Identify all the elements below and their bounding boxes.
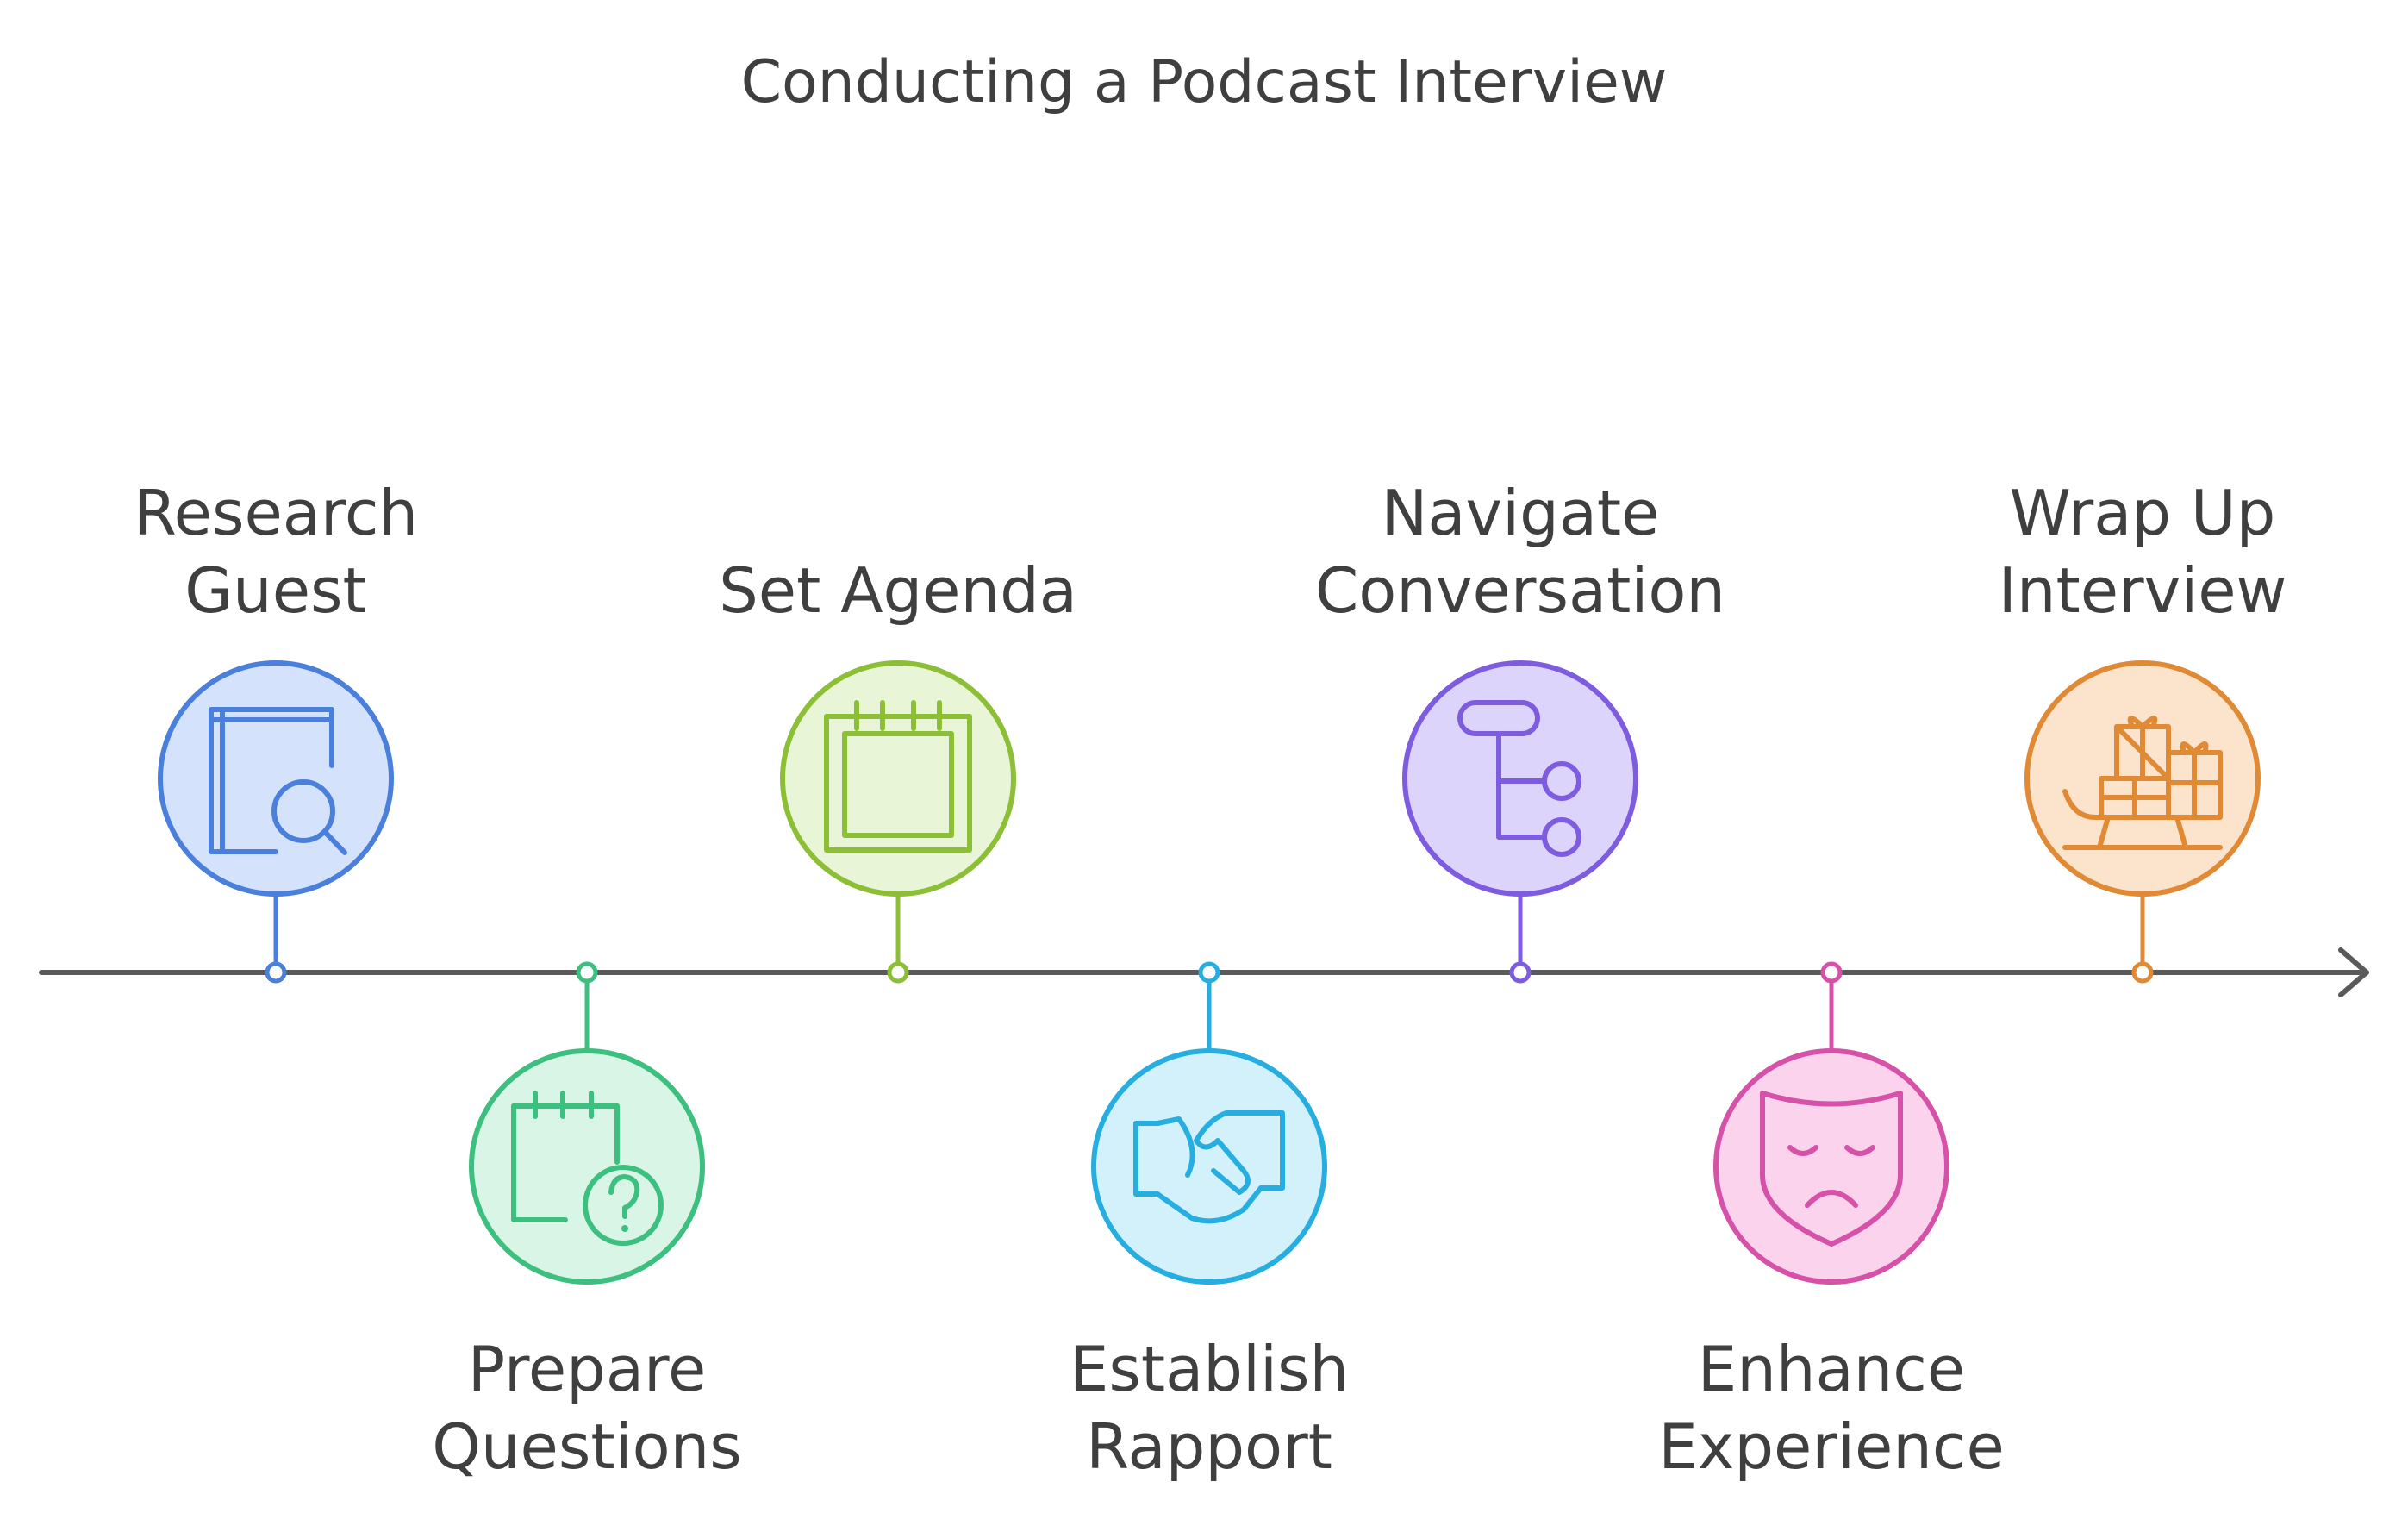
- step-label-line-1: Establish: [1070, 1333, 1349, 1405]
- step-label-line-2: Guest: [184, 554, 366, 627]
- step-label-line-1: Wrap Up: [2010, 477, 2276, 549]
- handshake-icon: [1133, 1110, 1285, 1224]
- timeline-step: Set Agenda: [719, 554, 1077, 984]
- step-axis-dot: [576, 961, 598, 984]
- step-axis-dot: [887, 961, 909, 984]
- arrow-head-icon: [2338, 947, 2369, 997]
- step-label-line-2: Set Agenda: [719, 554, 1077, 627]
- sad-mask-icon: [1760, 1091, 1903, 1247]
- step-label-line-2: Experience: [1658, 1410, 2005, 1483]
- step-label-line-2: Rapport: [1086, 1410, 1332, 1483]
- book-magnifier-icon: [209, 707, 347, 855]
- calendar-question-icon: [511, 1091, 664, 1246]
- step-circle: [158, 660, 394, 897]
- step-label-line-1: Navigate: [1382, 477, 1660, 549]
- flowchart-icon: [1457, 700, 1581, 857]
- calendar-icon: [824, 700, 972, 853]
- step-circle: [780, 660, 1016, 897]
- sleigh-gifts-icon: [2062, 716, 2223, 850]
- step-label-line-2: Interview: [1999, 554, 2287, 627]
- step-circle: [1091, 1048, 1327, 1285]
- step-axis-dot: [1198, 961, 1220, 984]
- step-circle: [469, 1048, 705, 1285]
- step-label-line-1: Research: [134, 477, 418, 549]
- step-axis-dot: [1509, 961, 1532, 984]
- step-label-line-2: Conversation: [1315, 554, 1725, 627]
- diagram-title: Conducting a Podcast Interview: [741, 48, 1668, 116]
- step-label-line-2: Questions: [432, 1410, 742, 1483]
- step-circle: [1713, 1048, 1949, 1285]
- step-axis-dot: [1820, 961, 1843, 984]
- step-label-line-1: Enhance: [1698, 1333, 1965, 1405]
- step-axis-dot: [265, 961, 287, 984]
- step-axis-dot: [2131, 961, 2154, 984]
- step-label-line-1: Prepare: [468, 1333, 707, 1405]
